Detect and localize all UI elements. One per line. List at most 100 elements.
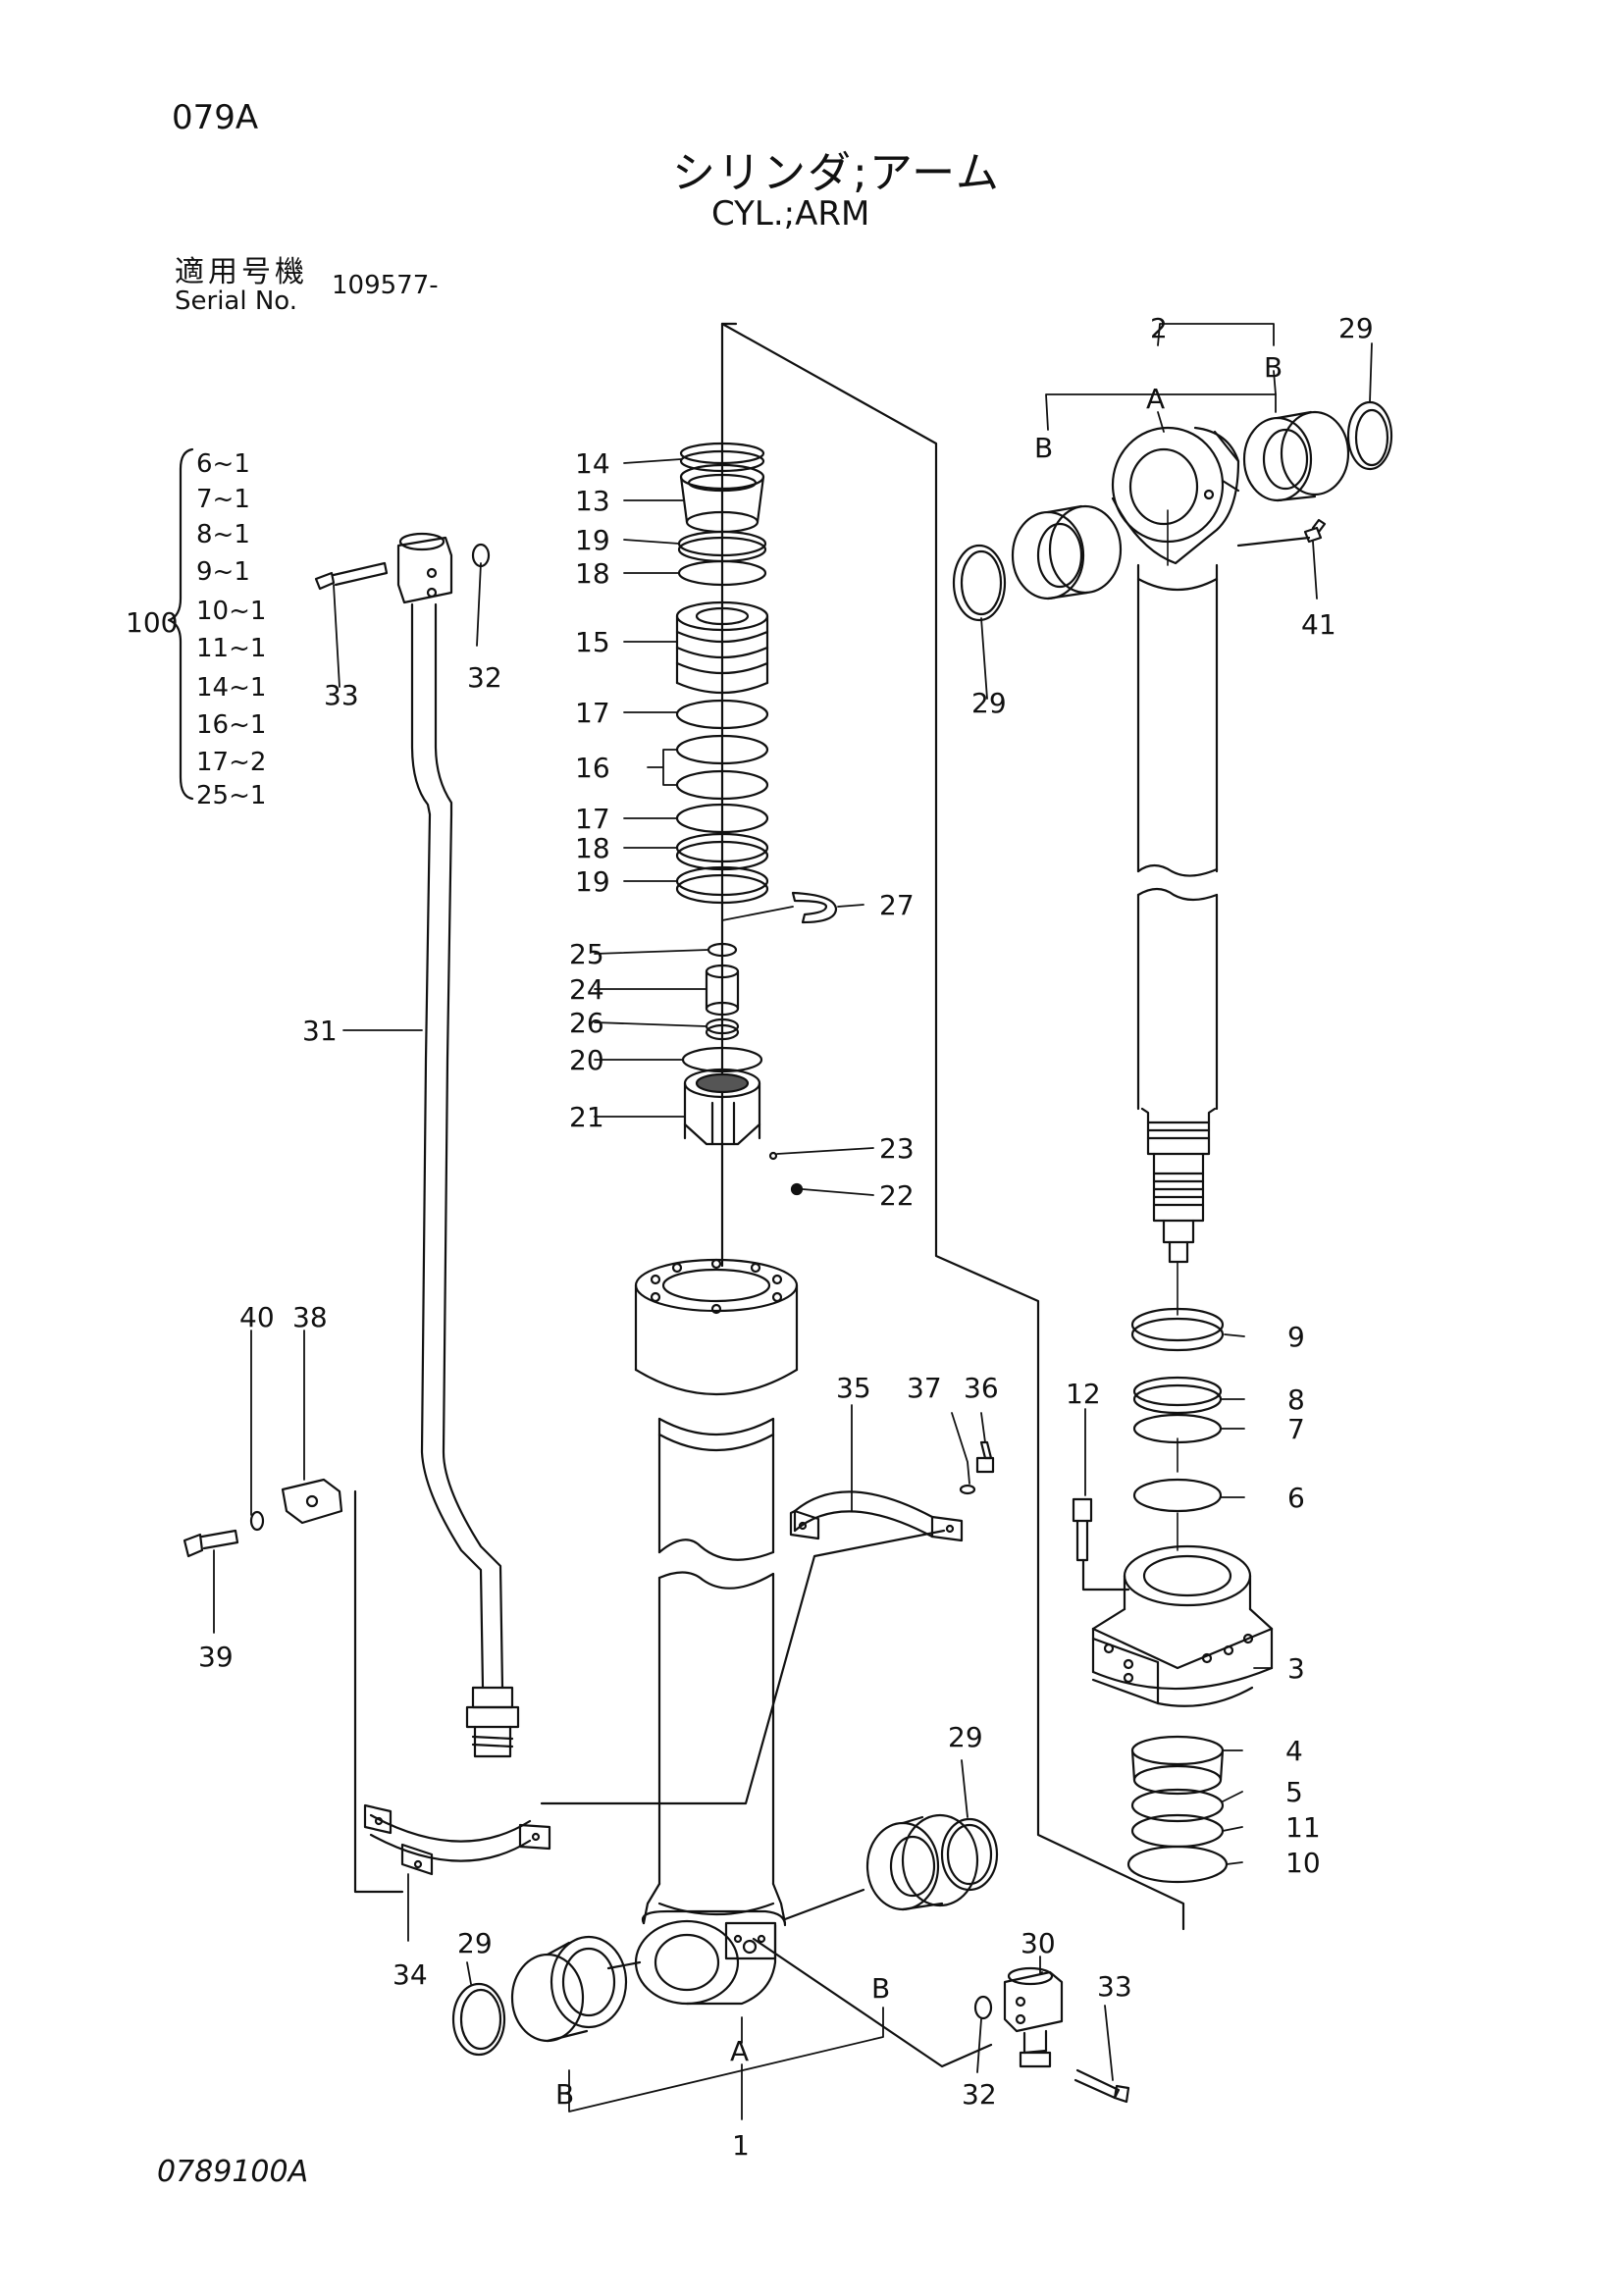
callout-6: 6: [1287, 1482, 1305, 1514]
part-11-ring: [1130, 1813, 1225, 1849]
callout-26: 26: [569, 1007, 604, 1039]
part-37-washer: [959, 1484, 976, 1495]
callout-17: 17: [575, 697, 610, 729]
callout-1: 1: [732, 2129, 750, 2162]
bushing-bottom-right: [865, 1813, 979, 1911]
nipple-leader: [1236, 536, 1311, 548]
callout-18: 18: [575, 832, 610, 864]
callout-17: 17: [575, 803, 610, 835]
callout-8: 8: [1287, 1383, 1305, 1416]
kit-number: 100: [126, 606, 179, 639]
part-5-ring: [1130, 1788, 1225, 1823]
part-3-cylinder-head: [1091, 1544, 1274, 1707]
part-8-ring: [1132, 1376, 1223, 1415]
part-40-washer: [249, 1510, 265, 1532]
part-30-fitting: [1003, 1966, 1064, 2068]
drawing-code: 0789100A: [157, 2155, 309, 2189]
part-17-ring-upper: [675, 699, 769, 730]
part-33-bolt-bottom: [1073, 2068, 1130, 2104]
part-29-seal-top-left: [952, 544, 1007, 622]
callout-23: 23: [879, 1132, 915, 1165]
serial-number-value: 109577-: [332, 271, 439, 300]
part-24-collar: [705, 964, 740, 1017]
callout-B: B: [871, 1972, 890, 2005]
cylinder-tube-eye: [634, 1909, 787, 2006]
kit-item: 8~1: [196, 520, 250, 549]
kit-item: 11~1: [196, 634, 267, 663]
callout-5: 5: [1285, 1776, 1303, 1808]
part-31-pipe: [410, 602, 520, 1758]
callout-B: B: [1264, 351, 1283, 384]
part-29-seal-top-right: [1346, 400, 1393, 471]
bolt-12-leader: [1081, 1558, 1130, 1592]
kit-brace: [167, 447, 194, 801]
part-12-bolt: [1072, 1497, 1093, 1562]
fitting-30-leader: [752, 1937, 993, 2068]
callout-12: 12: [1066, 1378, 1101, 1410]
title-japanese: シリンダ;アーム: [672, 148, 1001, 198]
cylinder-tube-head: [634, 1258, 799, 1561]
part-35-band: [789, 1490, 964, 1542]
serial-label-english: Serial No.: [175, 287, 297, 316]
page-code: 079A: [172, 98, 259, 137]
callout-18: 18: [575, 557, 610, 590]
callout-A: A: [730, 2035, 749, 2067]
piston-rod: [1136, 563, 1219, 1264]
callout-29: 29: [457, 1927, 493, 1959]
part-32-oring-bottom: [973, 1995, 993, 2020]
callout-B: B: [1034, 432, 1053, 464]
callout-33: 33: [1097, 1970, 1132, 2003]
callout-35: 35: [836, 1372, 871, 1404]
callout-29: 29: [971, 687, 1007, 719]
part-34-band: [363, 1803, 551, 1876]
part-33-bolt-top: [314, 561, 389, 591]
leader-lines: [213, 342, 1373, 2081]
callout-14: 14: [575, 447, 610, 480]
bushing-top-left: [1011, 504, 1123, 600]
part-29-seal-bottom-right: [940, 1817, 999, 1892]
part-10-oring: [1126, 1845, 1229, 1884]
callout-31: 31: [302, 1015, 338, 1047]
part-27-clip: [791, 891, 838, 924]
callout-37: 37: [907, 1372, 942, 1404]
part-6-oring: [1132, 1478, 1223, 1513]
kit-item: 16~1: [196, 710, 267, 740]
callout-21: 21: [569, 1101, 604, 1133]
callout-15: 15: [575, 626, 610, 658]
callout-9: 9: [1287, 1321, 1305, 1353]
callout-36: 36: [964, 1372, 999, 1404]
callout-13: 13: [575, 485, 610, 517]
kit-item: 25~1: [196, 781, 267, 810]
ab-bracket-bottom: [568, 2007, 884, 2120]
callout-24: 24: [569, 973, 604, 1006]
bushing-bottom-left: [510, 1935, 628, 2043]
part-38-block: [281, 1478, 343, 1525]
part-21-nut: [683, 1068, 761, 1146]
part-39-bolt: [183, 1529, 239, 1558]
callout-39: 39: [198, 1641, 234, 1673]
part-29-seal-bottom-left: [451, 1982, 506, 2057]
callout-29: 29: [948, 1721, 983, 1753]
kit-item: 6~1: [196, 449, 250, 479]
callout-10: 10: [1285, 1847, 1321, 1879]
callout-22: 22: [879, 1179, 915, 1212]
callout-41: 41: [1301, 608, 1336, 641]
kit-item: 7~1: [196, 485, 250, 514]
title-english: CYL.;ARM: [711, 194, 870, 234]
part-22-setscrew: [790, 1182, 804, 1196]
bottom-axis-lines: [606, 1888, 865, 1970]
callout-A: A: [1146, 383, 1165, 415]
part-36-bolt: [975, 1440, 995, 1474]
part-31-fitting-top: [396, 532, 453, 604]
cylinder-tube-body: [642, 1571, 787, 1925]
part-15-piston: [675, 600, 769, 695]
callout-38: 38: [292, 1301, 328, 1333]
callout-34: 34: [393, 1958, 428, 1991]
callout-19: 19: [575, 865, 610, 898]
callout-27: 27: [879, 889, 915, 921]
bushing-top-right: [1242, 410, 1350, 502]
callout-32: 32: [467, 661, 502, 694]
callout-30: 30: [1021, 1927, 1056, 1959]
callout-33: 33: [324, 679, 359, 711]
